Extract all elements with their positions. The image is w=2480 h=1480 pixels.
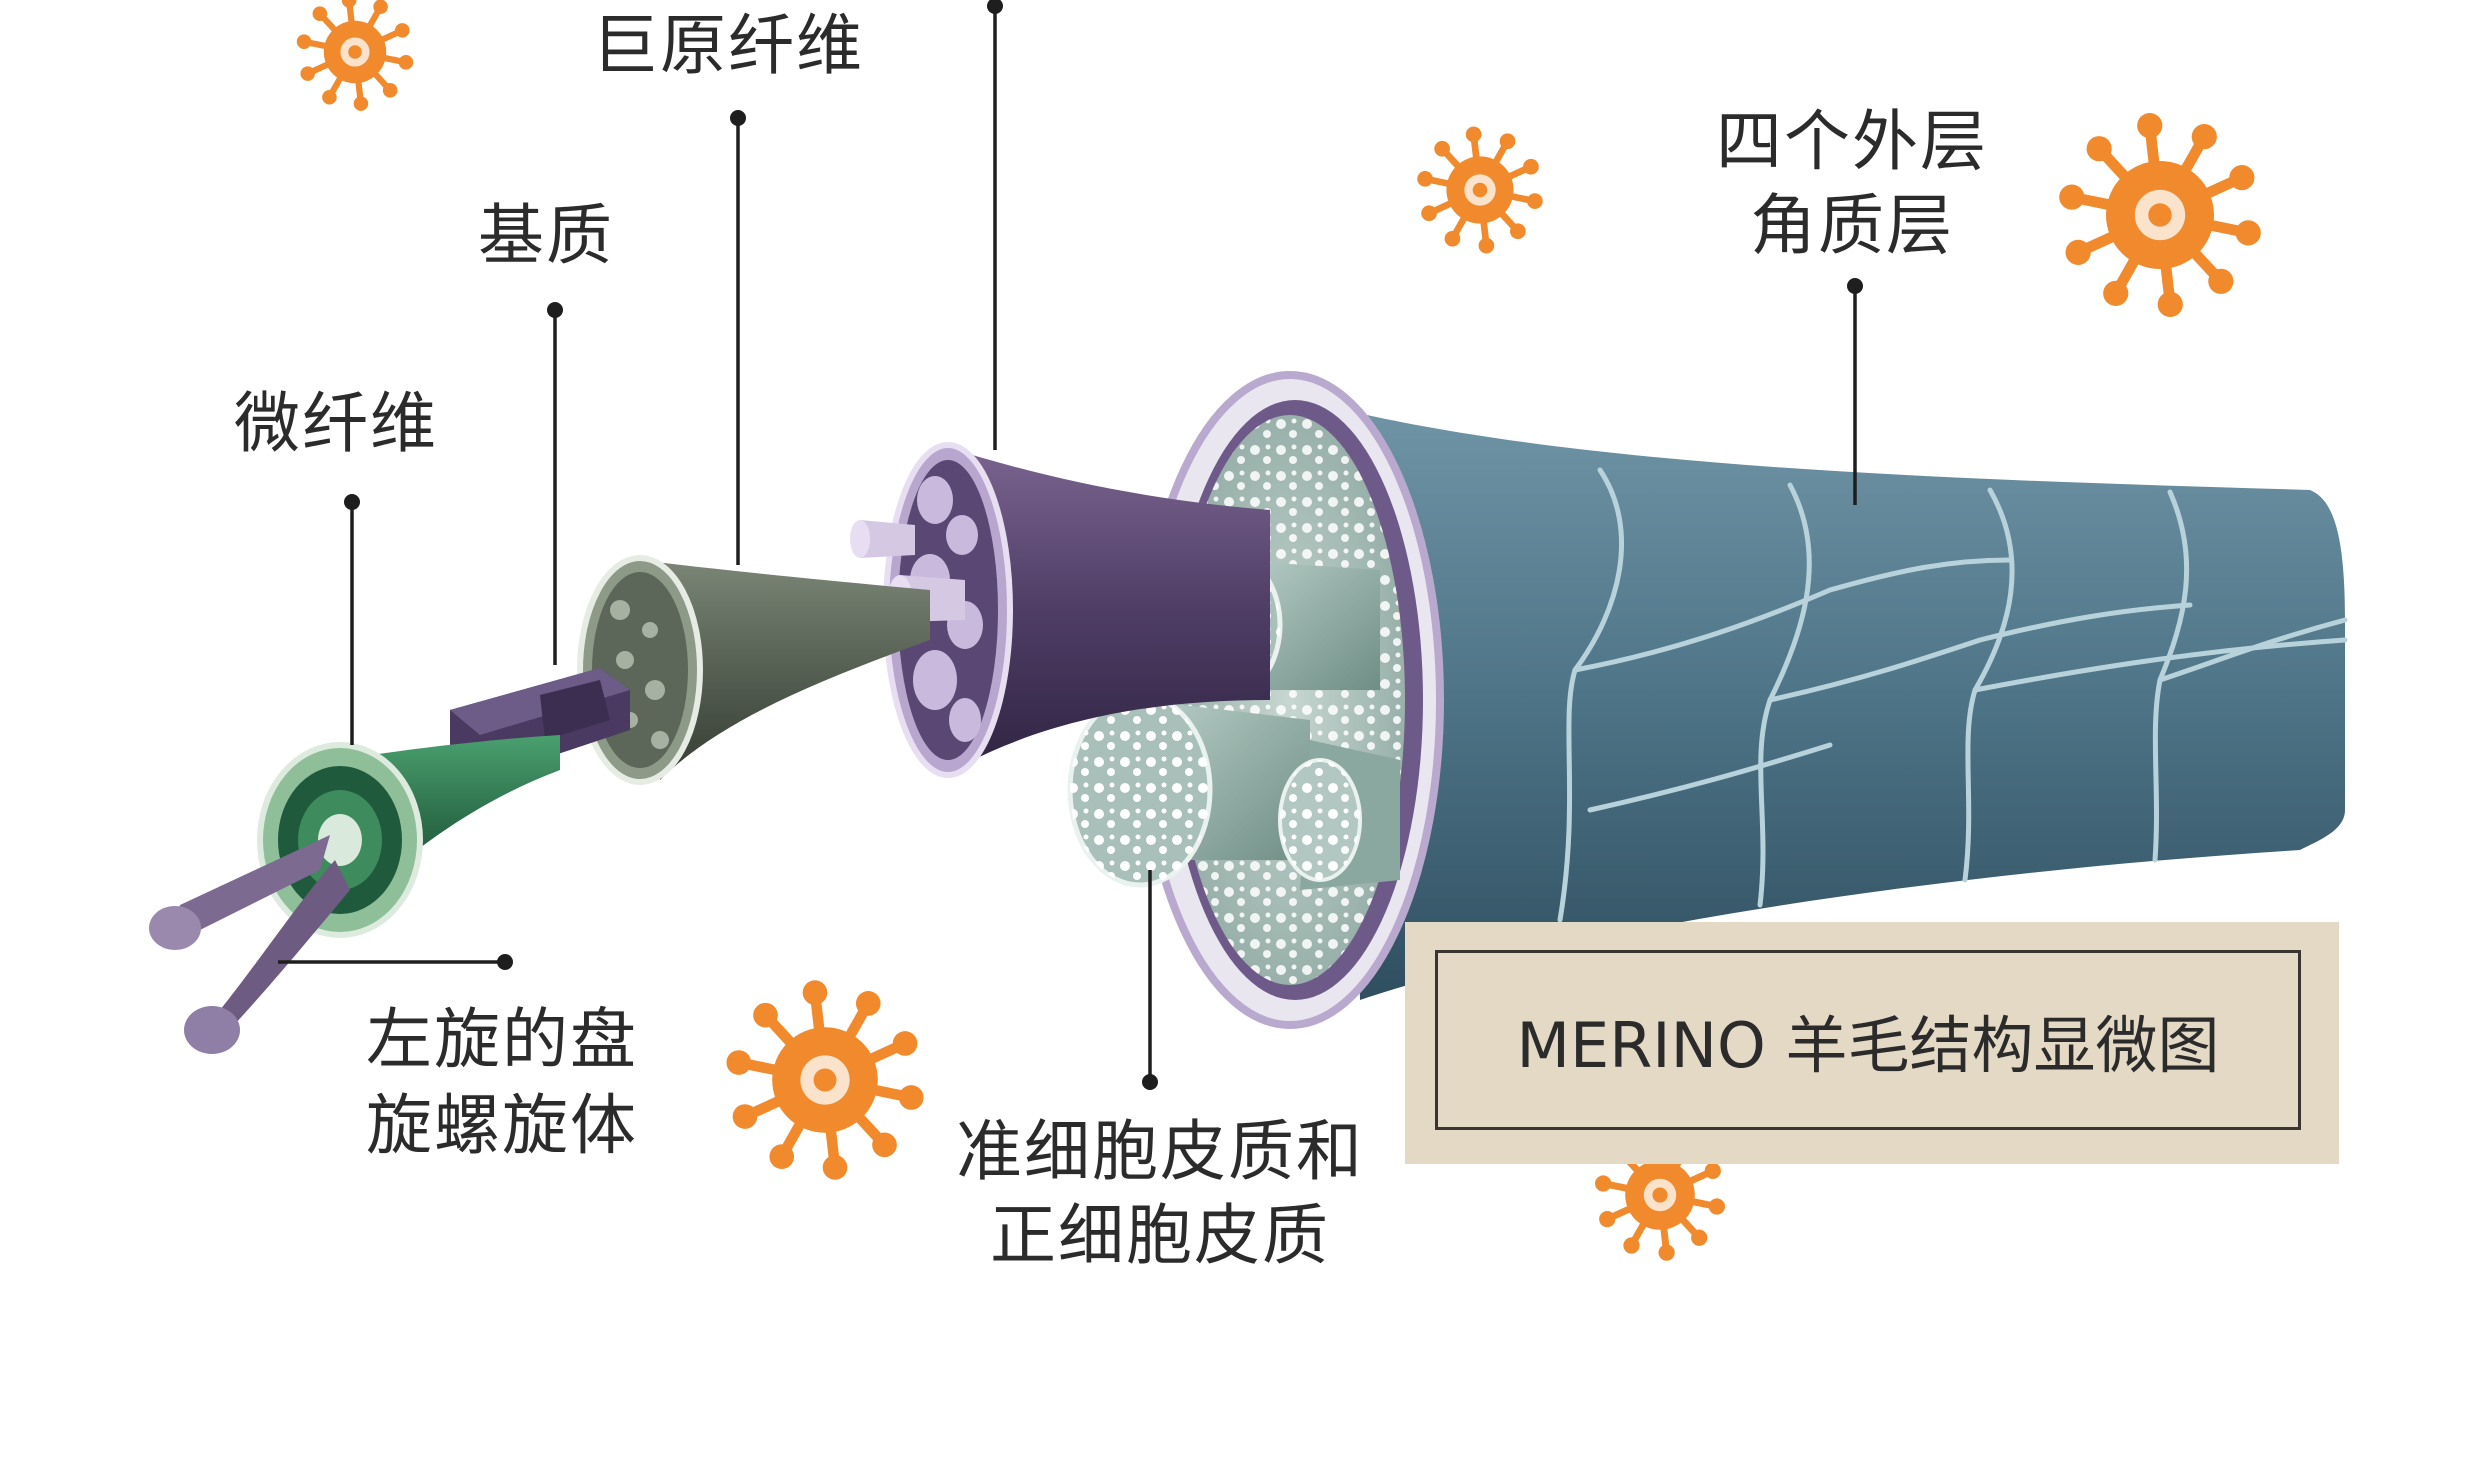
label-cuticle-line1: 四个外层 [1716,103,1988,180]
virus-icon [296,0,414,111]
virus-icon [2059,112,2261,318]
caption-frame: MERINO 羊毛结构显微图 [1435,950,2301,1130]
label-cortex-line1: 准细胞皮质和 [956,1113,1364,1190]
virus-icon [726,980,924,1180]
coiled-coil-rods [149,835,350,1054]
label-macrofibril: 巨原纤维 [592,7,864,84]
label-cuticle-line2: 角质层 [1750,187,1954,264]
label-microfibril: 微纤维 [234,385,438,462]
label-coiled-coil-line2: 旋螺旋体 [366,1087,638,1164]
virus-icon [1417,126,1543,254]
label-coiled-coil-line1: 左旋的盘 [366,1001,638,1078]
cuticle-scales [1557,467,2348,923]
caption-text: MERINO 羊毛结构显微图 [1516,1009,2220,1082]
label-matrix: 基质 [478,197,614,274]
virus-icon [1595,1129,1725,1261]
caption-box: MERINO 羊毛结构显微图 [1405,922,2339,1164]
matrix-cone [577,555,930,785]
label-cortex-line2: 正细胞皮质 [990,1197,1330,1274]
callout-lines [278,0,1863,1090]
